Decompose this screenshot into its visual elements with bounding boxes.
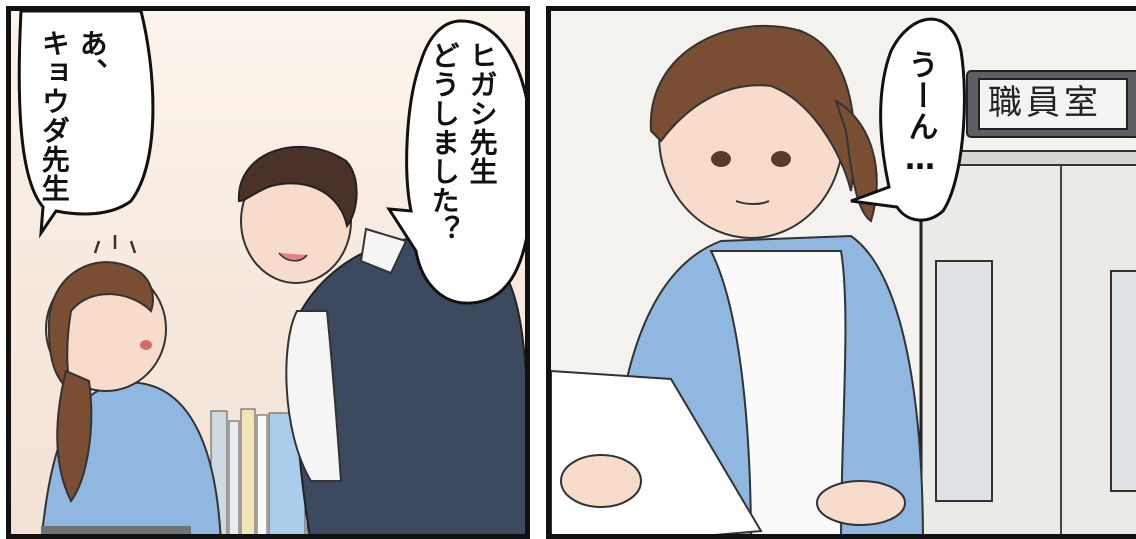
speech-line: うーん… <box>902 49 938 178</box>
man-leaning-figure <box>237 146 525 534</box>
staff-room-sign-text: 職員室 <box>988 82 1102 123</box>
woman-seated-figure <box>41 261 222 534</box>
speech-bubble-1-text: あ、 キョウダ先生 <box>35 29 111 203</box>
hands <box>560 454 906 526</box>
panel-left-artwork <box>17 11 525 534</box>
speech-bubble-2 <box>386 19 525 305</box>
panel-right-artwork <box>551 17 1136 534</box>
speech-line: ヒガシ先生 <box>465 41 499 186</box>
office-door <box>910 150 1136 534</box>
comic-panel-right: うーん… <box>546 6 1136 539</box>
speech-bubble-3 <box>850 17 966 222</box>
speech-line: あ、 <box>75 29 109 87</box>
speech-bubble-2-text: ヒガシ先生 どうしました？ <box>425 41 501 244</box>
surprise-marks <box>93 235 137 254</box>
speech-line: どうしました？ <box>427 41 461 244</box>
staff-room-sign <box>966 70 1136 138</box>
speech-bubble-3-text: うーん… <box>899 49 940 178</box>
speech-line: キョウダ先生 <box>37 29 71 203</box>
speech-bubble-1 <box>17 11 155 239</box>
comic-panel-left: あ、 キョウダ先生 ヒガシ先生 どうしました？ <box>6 6 530 539</box>
